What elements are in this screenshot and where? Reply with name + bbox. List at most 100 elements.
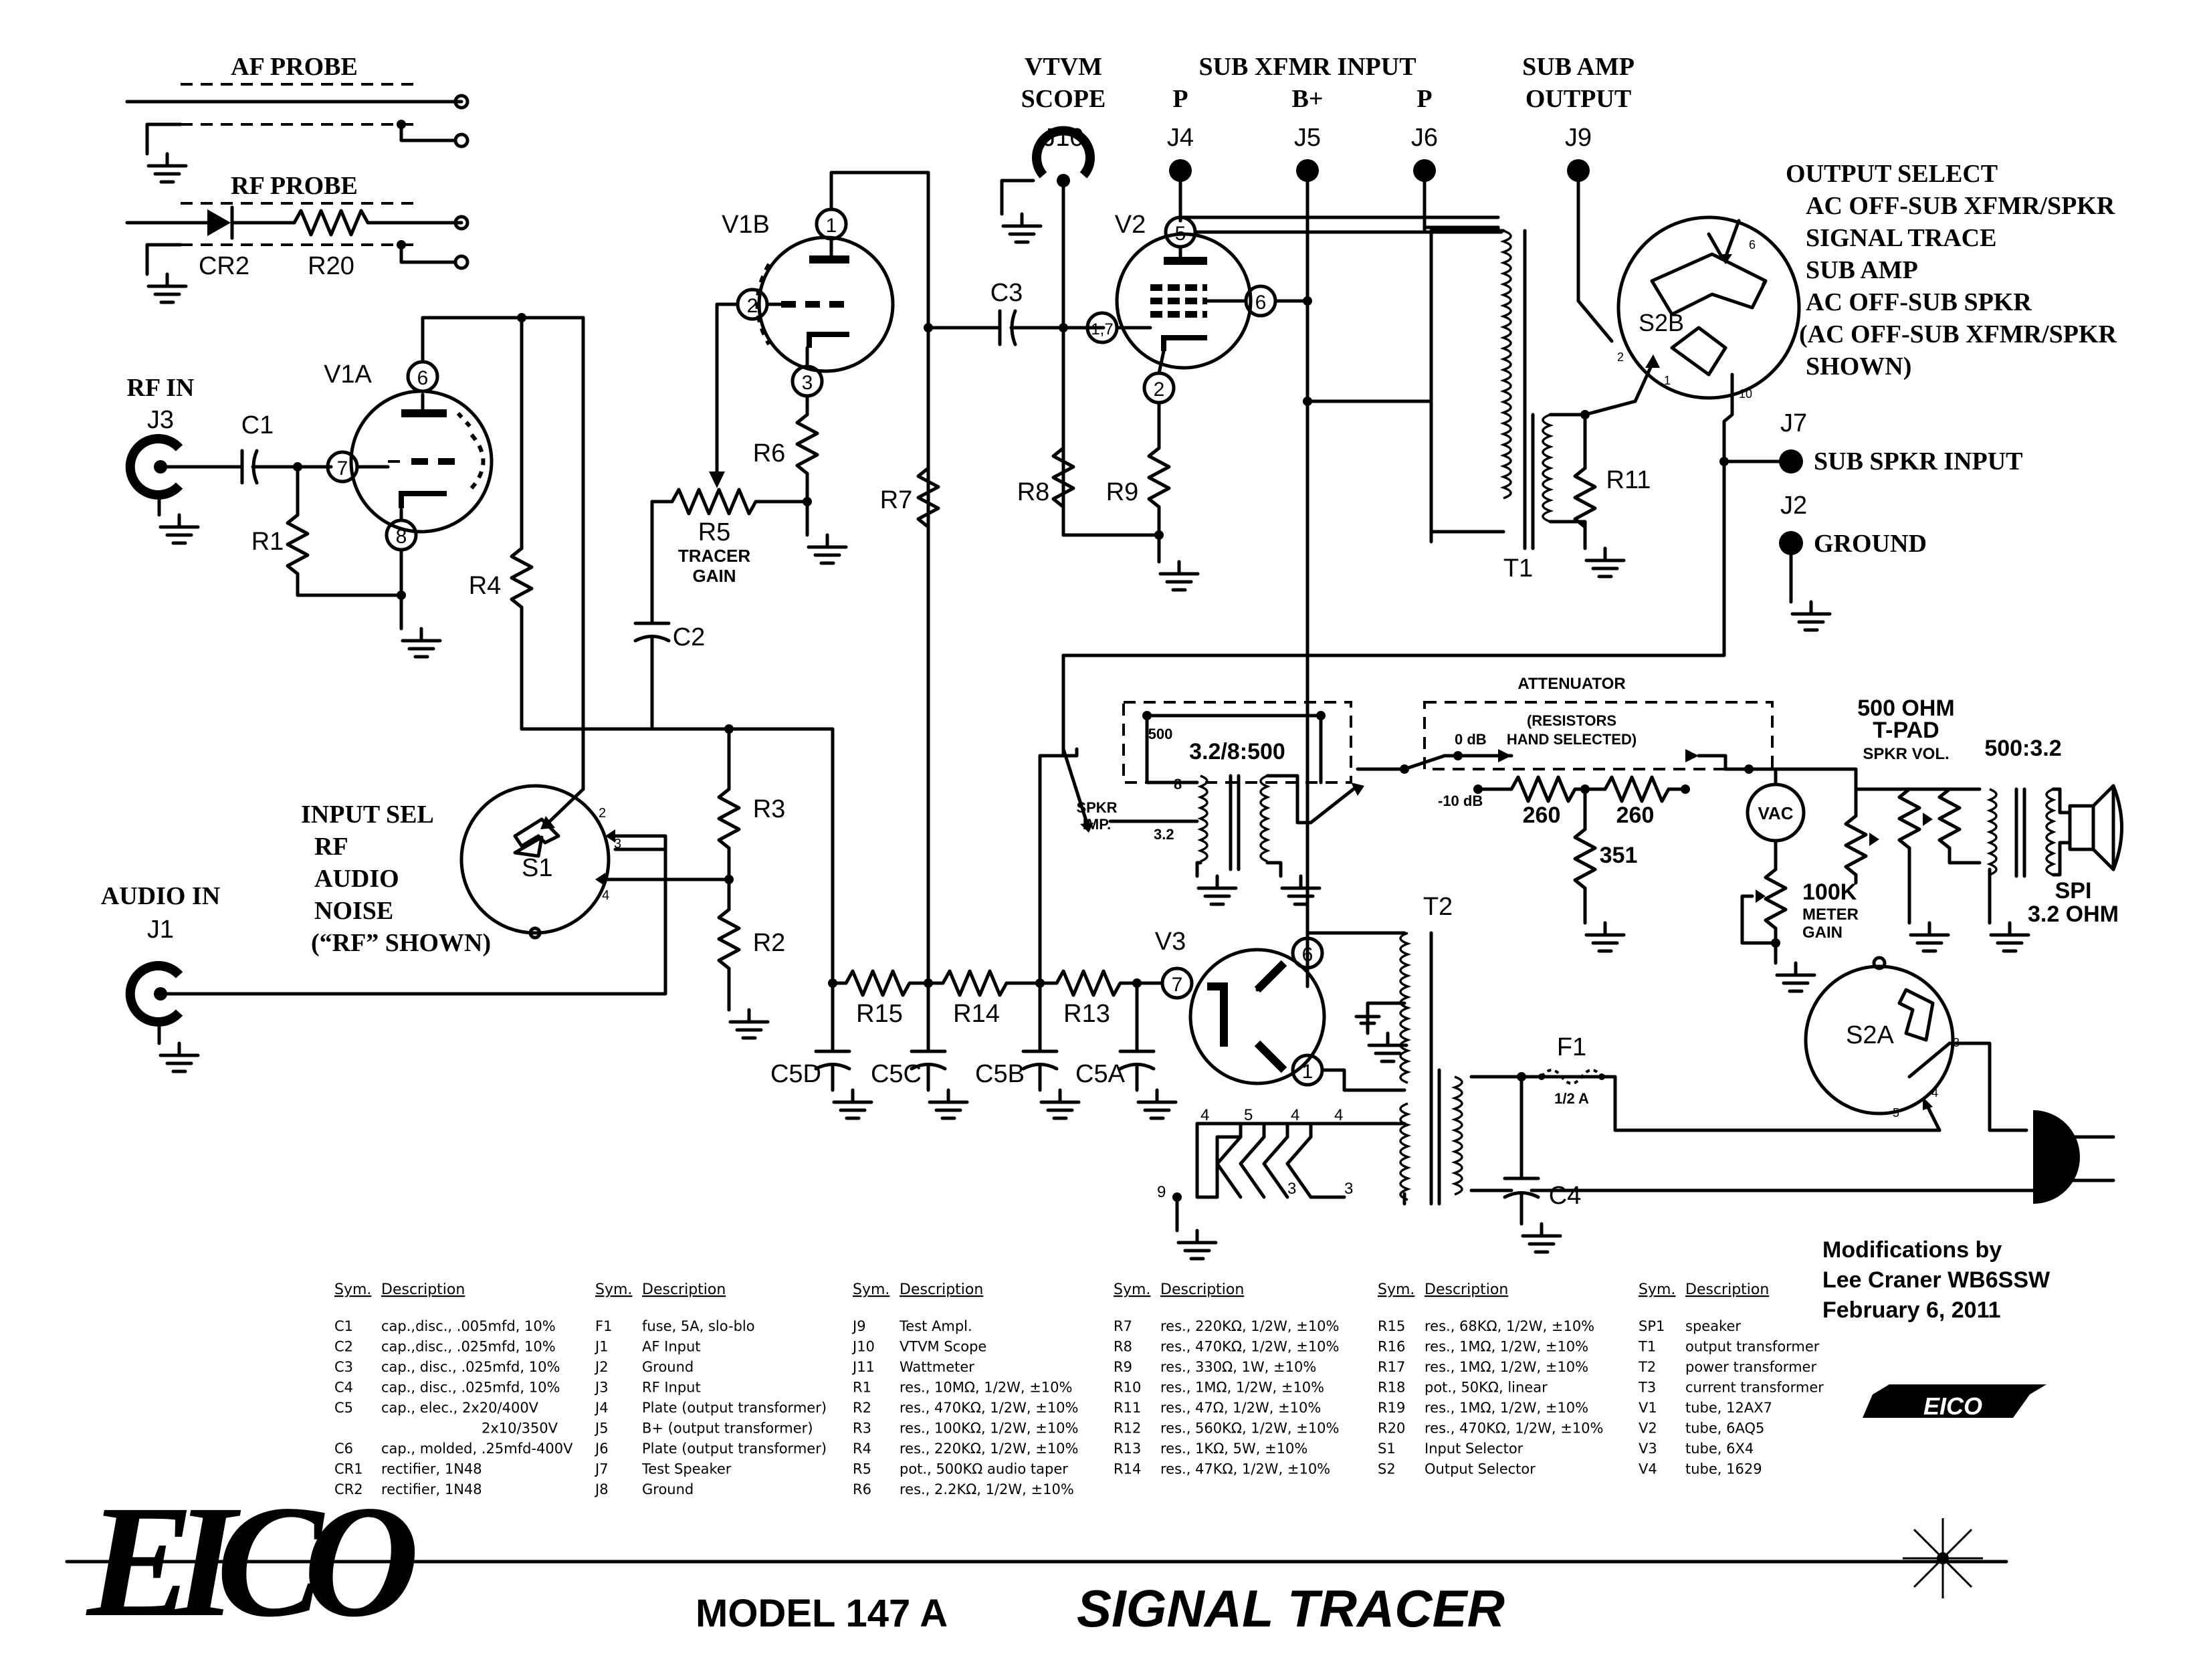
j1-jack[interactable] — [125, 961, 183, 1027]
svg-text:3: 3 — [1344, 1180, 1353, 1198]
parts-row-desc: tube, 1629 — [1685, 1461, 1762, 1477]
parts-col-4-desc-header: Description — [1425, 1281, 1508, 1298]
r9-label: R9 — [1106, 478, 1139, 506]
svg-text:6: 6 — [1749, 238, 1756, 251]
parts-col-4-sym-header: Sym. — [1378, 1281, 1414, 1298]
parts-row-desc: res., 220KΩ, 1/2W, ±10% — [1160, 1318, 1340, 1334]
parts-row-desc: output transformer — [1685, 1339, 1820, 1355]
parts-row-sym: J11 — [851, 1359, 875, 1375]
output-select-item-2: SUB AMP — [1806, 256, 1918, 284]
parts-row-sym: R10 — [1114, 1380, 1141, 1396]
parts-row-sym: R12 — [1114, 1421, 1141, 1437]
input-sel-noise: NOISE — [314, 897, 393, 925]
sp1-ohm-label: 3.2 OHM — [2028, 902, 2119, 927]
s1-label: S1 — [522, 854, 552, 882]
parts-row-desc: cap., elec., 2x20/400V — [381, 1400, 539, 1416]
r2-label: R2 — [753, 929, 786, 957]
c5a-label: C5A — [1075, 1060, 1126, 1088]
svg-text:10: 10 — [1739, 387, 1752, 401]
parts-row-desc: power transformer — [1685, 1359, 1816, 1375]
j4-terminal[interactable] — [1169, 159, 1192, 182]
j2-terminal[interactable] — [1779, 531, 1803, 555]
parts-row-desc: Test Ampl. — [899, 1318, 972, 1334]
j5-terminal[interactable] — [1296, 159, 1319, 182]
j5-label: J5 — [1294, 124, 1321, 152]
eico-badge-text: EICO — [1923, 1392, 1982, 1420]
svg-text:4: 4 — [1334, 1106, 1343, 1124]
svg-text:4: 4 — [1200, 1106, 1209, 1124]
parts-col-3-desc-header: Description — [1160, 1281, 1244, 1298]
parts-row-sym: R4 — [853, 1441, 871, 1457]
audio-in-label: AUDIO IN — [101, 882, 220, 910]
svg-text:9: 9 — [1157, 1183, 1166, 1201]
s2b-switch[interactable]: S2B 6 7 2 1 10 — [1616, 215, 1801, 401]
parts-row-sym: R14 — [1114, 1461, 1141, 1477]
r7-label: R7 — [880, 486, 913, 514]
parts-row-desc: cap.,disc., .025mfd, 10% — [381, 1339, 556, 1355]
cr2-label: CR2 — [199, 252, 249, 280]
input-sel-label: INPUT SEL — [301, 801, 434, 829]
parts-row-desc: VTVM Scope — [900, 1339, 986, 1355]
parts-col-1-desc-header: Description — [642, 1281, 726, 1298]
v1b-label: V1B — [722, 211, 770, 239]
spkr-vol-label: SPKR VOL. — [1863, 745, 1949, 763]
vtvm-section: VTVM SCOPE J10 C3 R7 — [880, 53, 1106, 537]
tracer-gain-label-1: TRACER — [678, 546, 751, 566]
parts-row-sym: C6 — [334, 1441, 353, 1457]
s1-switch[interactable]: S1 2 3 4 — [459, 784, 621, 940]
rf-probe: RF PROBE CR2 R20 — [125, 172, 469, 302]
parts-row-desc: res., 1MΩ, 1/2W, ±10% — [1160, 1380, 1324, 1396]
output-select-legend: OUTPUT SELECT AC OFF-SUB XFMR/SPKR SIGNA… — [1786, 160, 2117, 381]
parts-row-desc: res., 47KΩ, 1/2W, ±10% — [1160, 1461, 1330, 1477]
j9-label: J9 — [1565, 124, 1592, 152]
parts-row-desc: cap., disc., .025mfd, 10% — [381, 1359, 560, 1375]
svg-text:4: 4 — [1291, 1106, 1299, 1124]
t1-transformer — [1178, 180, 1554, 550]
parts-row-desc: rectifier, 1N48 — [381, 1461, 482, 1477]
parts-row-desc: Ground — [642, 1481, 694, 1497]
ground-label: GROUND — [1814, 530, 1927, 558]
r351-label: 351 — [1600, 843, 1638, 868]
parts-row-desc: 2x10/350V — [482, 1421, 558, 1437]
parts-row-desc: res., 10MΩ, 1/2W, ±10% — [900, 1380, 1072, 1396]
filament-connector: 4 5 4 4 9 3 3 — [1157, 1106, 1406, 1259]
parts-row-desc: pot., 500KΩ audio taper — [900, 1461, 1068, 1477]
v2-pin17: 1,7 — [1091, 320, 1113, 338]
parts-row-desc: cap.,disc., .005mfd, 10% — [381, 1318, 556, 1334]
parts-row-sym: R19 — [1378, 1400, 1405, 1416]
parts-row-desc: res., 470KΩ, 1/2W, ±10% — [1425, 1421, 1604, 1437]
p2-label: P — [1416, 85, 1432, 113]
j10-jack[interactable] — [1032, 126, 1095, 187]
r6-label: R6 — [753, 439, 786, 467]
j9-terminal[interactable] — [1567, 159, 1590, 182]
t2-transformer — [1399, 931, 1463, 1206]
v1a-pin7: 7 — [337, 457, 348, 480]
svg-text:3: 3 — [1287, 1180, 1296, 1198]
v2-pin6: 6 — [1255, 292, 1267, 314]
parts-row-sym: R13 — [1114, 1441, 1141, 1457]
power-plug-icon — [2004, 1110, 2115, 1204]
parts-row-sym: CR1 — [334, 1461, 363, 1477]
s2a-switch[interactable]: S2A 3 4 5 — [1804, 956, 1960, 1120]
parts-row-desc: Wattmeter — [900, 1359, 974, 1375]
tracer-gain-label-2: GAIN — [693, 566, 736, 586]
j6-terminal[interactable] — [1413, 159, 1436, 182]
rf-input-section: RF IN J3 C1 R1 V1A 6 — [125, 313, 731, 791]
parts-row-sym: J9 — [851, 1318, 866, 1334]
output-select-item-1: SIGNAL TRACE — [1806, 224, 1996, 252]
t2-label: T2 — [1423, 893, 1453, 921]
v3-label: V3 — [1155, 928, 1186, 956]
r5-label: R5 — [698, 518, 731, 546]
parts-row-sym: J2 — [594, 1359, 609, 1375]
tap-500-label: 500 — [1148, 726, 1173, 742]
parts-row-desc: res., 330Ω, 1W, ±10% — [1160, 1359, 1316, 1375]
eico-logo-text: EICO — [86, 1472, 415, 1650]
parts-row-sym: R5 — [853, 1461, 871, 1477]
j3-jack[interactable] — [125, 434, 183, 500]
input-select-section: INPUT SEL RF AUDIO NOISE (“RF” SHOWN) S1… — [101, 724, 835, 1071]
parts-row-sym: T1 — [1638, 1339, 1656, 1355]
r1-label: R1 — [251, 528, 284, 556]
j7-terminal[interactable] — [1779, 449, 1803, 474]
